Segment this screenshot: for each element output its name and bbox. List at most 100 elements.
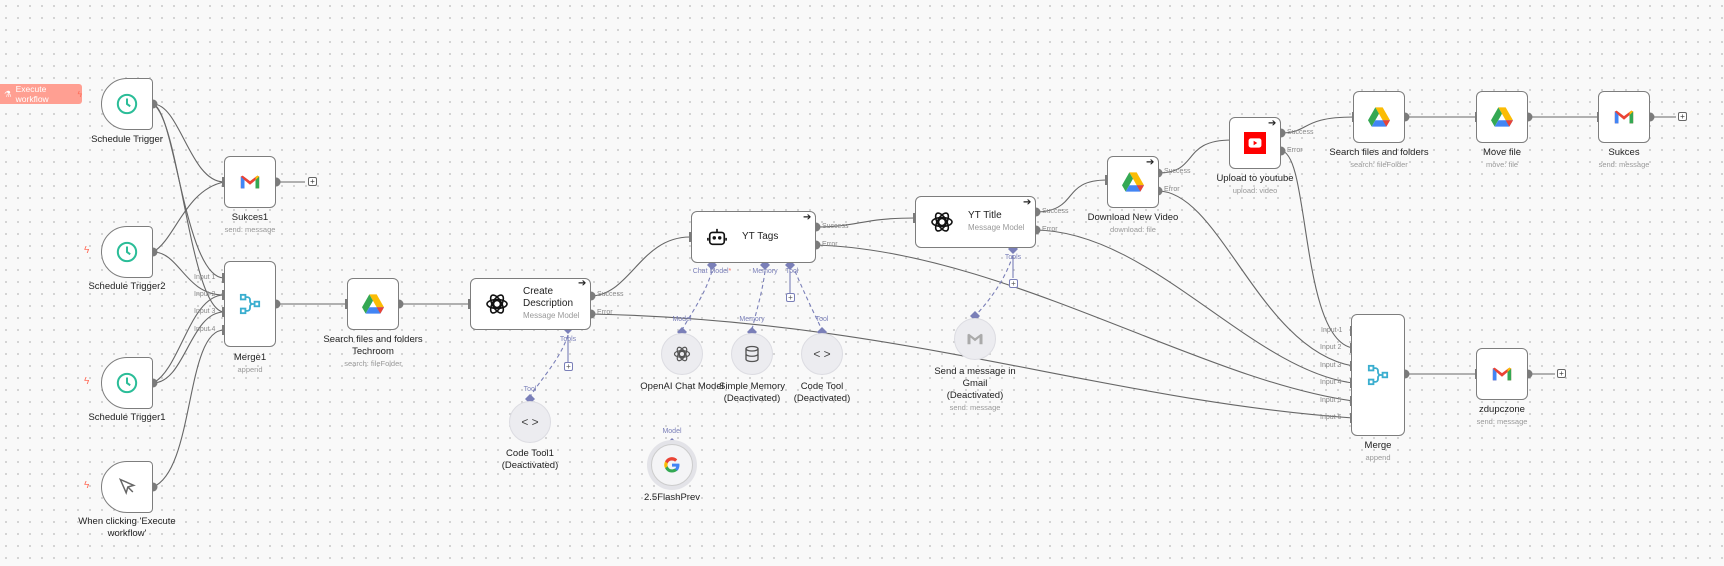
node-download-video[interactable] [1107, 156, 1159, 208]
node-sukces1[interactable] [224, 156, 276, 208]
edge [589, 236, 691, 297]
node-manual-trigger[interactable] [101, 461, 153, 513]
add-node-button[interactable]: + [1557, 369, 1566, 378]
port-label: Chat Model* [692, 268, 732, 275]
robot-icon [707, 228, 727, 246]
node-sukces[interactable] [1598, 91, 1650, 143]
arrow-right-icon: ➔ [1268, 118, 1277, 129]
database-icon [745, 345, 759, 363]
openai-icon [931, 212, 953, 232]
google-drive-icon [1491, 107, 1513, 127]
node-search-files[interactable] [1353, 91, 1405, 143]
gmail-gray-icon [967, 333, 983, 345]
youtube-icon [1244, 132, 1266, 154]
add-node-button[interactable]: + [308, 177, 317, 186]
input-label: Input 3 [194, 308, 216, 315]
add-node-button[interactable]: + [1678, 112, 1687, 121]
gmail-icon [1614, 110, 1634, 124]
clock-icon [116, 241, 138, 263]
port-label: Model [672, 316, 692, 323]
node-merge1[interactable] [224, 261, 276, 347]
merge-icon [239, 293, 261, 315]
node-title: YT Title [968, 210, 1002, 221]
bolt-icon: ϟ [84, 376, 90, 387]
node-create-description[interactable]: Create Description Message Model [470, 278, 591, 330]
output-label: Error [1164, 186, 1180, 193]
node-yt-tags[interactable]: YT Tags [691, 211, 816, 263]
edge [152, 181, 225, 253]
arrow-right-icon: ➔ [803, 212, 812, 223]
edge [152, 329, 225, 488]
output-label: Error [1287, 147, 1303, 154]
bolt-icon: ϟ [84, 480, 90, 491]
add-tool-button[interactable]: + [786, 293, 795, 302]
output-label: Error [597, 309, 613, 316]
node-send-gmail[interactable] [954, 318, 996, 360]
gmail-icon [240, 175, 260, 189]
node-label: Simple Memory(Deactivated) [719, 381, 785, 404]
arrow-right-icon: ➔ [1023, 197, 1032, 208]
node-label: Schedule Trigger2 [88, 281, 166, 292]
execute-workflow-button[interactable]: ⚗ Execute workflow ϟ [0, 84, 82, 104]
port-label: Tools [559, 336, 577, 343]
node-code-tool1[interactable]: < > [509, 401, 551, 443]
edge [1033, 229, 1354, 384]
node-title: Create [523, 286, 554, 297]
node-simple-memory[interactable] [731, 333, 773, 375]
arrow-right-icon: ➔ [1146, 157, 1155, 168]
openai-icon [673, 346, 691, 362]
input-label: Input 6 [1320, 414, 1342, 421]
port-label: Tool [785, 268, 799, 275]
port-label: Model [662, 428, 682, 435]
node-search-techroom[interactable] [347, 278, 399, 330]
node-upload-youtube[interactable] [1229, 117, 1281, 169]
edge [152, 103, 225, 279]
input-label: Input 2 [1320, 344, 1342, 351]
output-label: Error [822, 241, 838, 248]
output-label: Success [1287, 129, 1314, 136]
node-title: YT Tags [742, 231, 779, 242]
node-merge[interactable] [1351, 314, 1405, 436]
node-label: Code Tool1(Deactivated) [501, 448, 559, 471]
input-label: Input 3 [1320, 362, 1342, 369]
node-schedule-trigger[interactable] [101, 78, 153, 130]
node-openai-chat-model[interactable] [661, 333, 703, 375]
node-schedule-trigger2[interactable] [101, 226, 153, 278]
clock-icon [116, 93, 138, 115]
node-gemini[interactable] [651, 444, 693, 486]
input-label: Input 2 [194, 291, 216, 298]
cursor-icon [118, 478, 136, 496]
node-code-tool[interactable]: < > [801, 333, 843, 375]
edge [152, 311, 225, 384]
node-move-file[interactable] [1476, 91, 1528, 143]
code-icon: < > [521, 415, 539, 429]
clock-icon [116, 372, 138, 394]
google-drive-icon [1368, 107, 1390, 127]
node-subtitle: Message Model [523, 311, 580, 320]
edge [1157, 190, 1354, 367]
node-yt-title[interactable]: YT Title Message Model [915, 196, 1036, 248]
output-label: Success [822, 223, 849, 230]
output-label: Success [597, 291, 624, 298]
merge-icon [1367, 364, 1389, 386]
node-label: Code Tool(Deactivated) [793, 381, 851, 404]
edge [814, 244, 1354, 402]
google-icon [664, 457, 680, 473]
arrow-right-icon: ➔ [578, 278, 587, 289]
add-tool-button[interactable]: + [564, 362, 573, 371]
add-tool-button[interactable]: + [1009, 279, 1018, 288]
port-label: Memory [752, 268, 778, 275]
gmail-icon [1492, 367, 1512, 381]
node-subtitle: Message Model [968, 223, 1025, 232]
input-label: Input 1 [194, 274, 216, 281]
node-schedule-trigger1[interactable] [101, 357, 153, 409]
node-zdupczone[interactable] [1476, 348, 1528, 400]
